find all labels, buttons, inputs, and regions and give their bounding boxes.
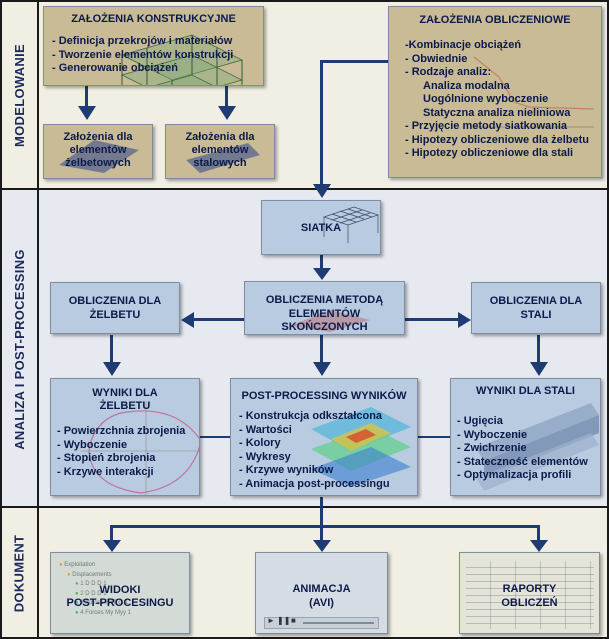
- box-wyniki-zelbetu: WYNIKI DLA ŻELBETU - Powierzchnia zbroje…: [50, 378, 200, 496]
- box-raporty: RAPORTY OBLICZEŃ: [459, 552, 600, 634]
- stop-icon[interactable]: ■: [291, 616, 296, 625]
- list-item: - Tworzenie elementów konstrukcji: [52, 48, 234, 61]
- list-item: - Krzywe wyników: [239, 464, 334, 476]
- wyniki-zelbetu-list: - Powierzchnia zbrojenia - Wyboczenie - …: [57, 425, 185, 479]
- post-processing-title: POST-PROCESSING WYNIKÓW: [241, 390, 407, 402]
- list-item: - Wyboczenie: [57, 438, 128, 451]
- box-zalozenia-zelbet: Założenia dla elementów żelbetowych: [43, 124, 153, 179]
- obliczenia-stali-line2: STALI: [520, 309, 552, 321]
- tree-item: ● 2 D D D 1: [75, 590, 107, 597]
- box-widoki: ● Exploitation ● Displacements ● 1 D D D…: [50, 552, 190, 634]
- pause-icon[interactable]: ❚❚: [277, 616, 291, 625]
- report-table-image: [466, 561, 594, 629]
- zelbet-assumptions-line2: elementów: [69, 144, 127, 156]
- label-dokument: DOKUMENT: [11, 534, 27, 613]
- tree-item: ● Displacements: [67, 571, 112, 578]
- building-model-image: [120, 34, 244, 85]
- box-zalozenia-konstrukcyjne: ZAŁOŻENIA KONSTRUKCYJNE - Definicja prze…: [43, 6, 264, 86]
- list-item: - Kolory: [239, 437, 281, 449]
- wyniki-zelbetu-line2: ŻELBETU: [99, 400, 151, 412]
- obliczenia-mes-line2: ELEMENTÓW SKOŃCZONYCH: [281, 308, 368, 333]
- obliczenia-mes-line1: OBLICZENIA METODĄ: [265, 294, 384, 306]
- box-obliczenia-mes: OBLICZENIA METODĄ ELEMENTÓW SKOŃCZONYCH: [244, 281, 405, 335]
- widoki-tree: ● Exploitation ● Displacements ● 1 D D D…: [59, 561, 131, 618]
- play-icon[interactable]: ►: [267, 616, 275, 625]
- tree-item: ● 1 D D D 1: [75, 581, 107, 587]
- obliczenia-zelbetu-line1: OBLICZENIA DLA: [68, 295, 162, 307]
- list-item: - Ugięcia: [457, 415, 503, 427]
- animacja-line1: ANIMACJA: [292, 583, 351, 595]
- konstrukcyjne-title: ZAŁOŻENIA KONSTRUKCYJNE: [71, 13, 236, 25]
- box-zalozenia-stal: Założenia dla elementów stalowych: [165, 124, 275, 179]
- animacja-line2: (AVI): [309, 597, 334, 609]
- list-item: - Stateczność elementów: [457, 455, 588, 468]
- list-item: - Definicja przekrojów i materiałów: [52, 35, 233, 47]
- post-processing-list: - Konstrukcja odkształcona - Wartości - …: [239, 410, 390, 491]
- list-item: - Rodzaje analiz:: [405, 66, 492, 78]
- wyniki-stali-list: - Ugięcia - Wyboczenie - Zwichrzenie - S…: [457, 415, 588, 483]
- list-item: - Przyjęcie metody siatkowania: [405, 120, 568, 132]
- wyniki-zelbetu-line1: WYNIKI DLA: [92, 387, 158, 399]
- box-siatka: SIATKA: [261, 200, 381, 255]
- list-item: - Animacja post-processingu: [239, 477, 390, 490]
- steel-element-image: [186, 143, 260, 173]
- tree-item: ● 3 Forces Fx Fxx 1: [75, 600, 129, 606]
- list-item: - Powierzchnia zbrojenia: [57, 425, 186, 437]
- list-item: -Kombinacje obciążeń: [405, 39, 522, 51]
- list-item: - Hipotezy obliczeniowe dla żelbetu: [405, 133, 589, 146]
- tree-item: ● Exploitation: [59, 562, 96, 568]
- list-item: - Konstrukcja odkształcona: [239, 410, 383, 422]
- box-wyniki-stali: WYNIKI DLA STALI - Ugięcia - Wyboczenie …: [450, 378, 601, 496]
- concrete-element-image: [59, 140, 139, 173]
- interaction-curve-image: [81, 401, 199, 495]
- list-item: - Hipotezy obliczeniowe dla stali: [405, 147, 574, 159]
- box-obliczenia-stali: OBLICZENIA DLA STALI: [471, 282, 601, 334]
- list-item: - Generowanie obciążeń: [52, 62, 178, 74]
- raporty-line1: RAPORTY: [502, 583, 557, 595]
- wyniki-stali-title: WYNIKI DLA STALI: [476, 385, 575, 397]
- list-item: - Wartości: [239, 423, 292, 436]
- steel-beam-image: [476, 403, 599, 491]
- list-item: - Obwiednie: [405, 52, 468, 65]
- widoki-line2: POST-PROCESINGU: [66, 597, 174, 609]
- player-bar[interactable]: ► ❚❚ ■: [264, 616, 379, 629]
- box-post-processing: POST-PROCESSING WYNIKÓW - Konstrukcja od…: [230, 378, 418, 496]
- stal-assumptions-line1: Założenia dla: [185, 131, 255, 143]
- obliczenia-stali-line1: OBLICZENIA DLA: [489, 295, 583, 307]
- list-item: - Stopień zbrojenia: [57, 452, 156, 464]
- raporty-line2: OBLICZEŃ: [501, 597, 558, 609]
- analysis-chart-image: [473, 56, 595, 128]
- list-item: - Wyboczenie: [457, 428, 528, 441]
- list-item: - Optymalizacja profili: [457, 469, 572, 481]
- result-map-image: [311, 407, 411, 487]
- siatka-title: SIATKA: [300, 222, 342, 234]
- list-item: - Krzywe interakcji: [57, 465, 154, 478]
- label-modelowanie: MODELOWANIE: [11, 43, 27, 147]
- konstrukcyjne-list: - Definicja przekrojów i materiałów - Tw…: [52, 35, 233, 76]
- list-item: - Wykresy: [239, 450, 291, 463]
- list-item: Statyczna analiza nieliniowa: [423, 106, 571, 119]
- obliczenia-zelbetu-line2: ŻELBETU: [89, 309, 141, 321]
- box-obliczenia-zelbetu: OBLICZENIA DLA ŻELBETU: [50, 282, 180, 334]
- label-analiza: ANALIZA I POST-PROCESSING: [11, 248, 27, 450]
- widoki-line1: WIDOKI: [99, 584, 141, 596]
- zelbet-assumptions-line1: Założenia dla: [63, 131, 133, 143]
- stal-assumptions-line2: elementów: [191, 144, 249, 156]
- seek-track[interactable]: [303, 622, 374, 624]
- obliczeniowe-list: -Kombinacje obciążeń - Obwiednie - Rodza…: [405, 39, 589, 161]
- box-zalozenia-obliczeniowe: ZAŁOŻENIA OBLICZENIOWE -Kombinacje obcią…: [388, 6, 602, 178]
- stal-assumptions-line3: stalowych: [193, 157, 247, 169]
- obliczeniowe-title: ZAŁOŻENIA OBLICZENIOWE: [419, 14, 571, 26]
- box-animacja: ANIMACJA (AVI) ► ❚❚ ■: [255, 552, 388, 634]
- zelbet-assumptions-line3: żelbetowych: [65, 157, 131, 169]
- list-item: Uogólnione wyboczenie: [423, 93, 549, 105]
- tree-item: ● 4 Forces My Myy 1: [75, 609, 131, 616]
- section-divider: [37, 0, 39, 639]
- list-item: Analiza modalna: [423, 79, 510, 92]
- fem-model-image: [290, 310, 370, 332]
- mesh-image: [322, 206, 380, 243]
- list-item: - Zwichrzenie: [457, 442, 527, 454]
